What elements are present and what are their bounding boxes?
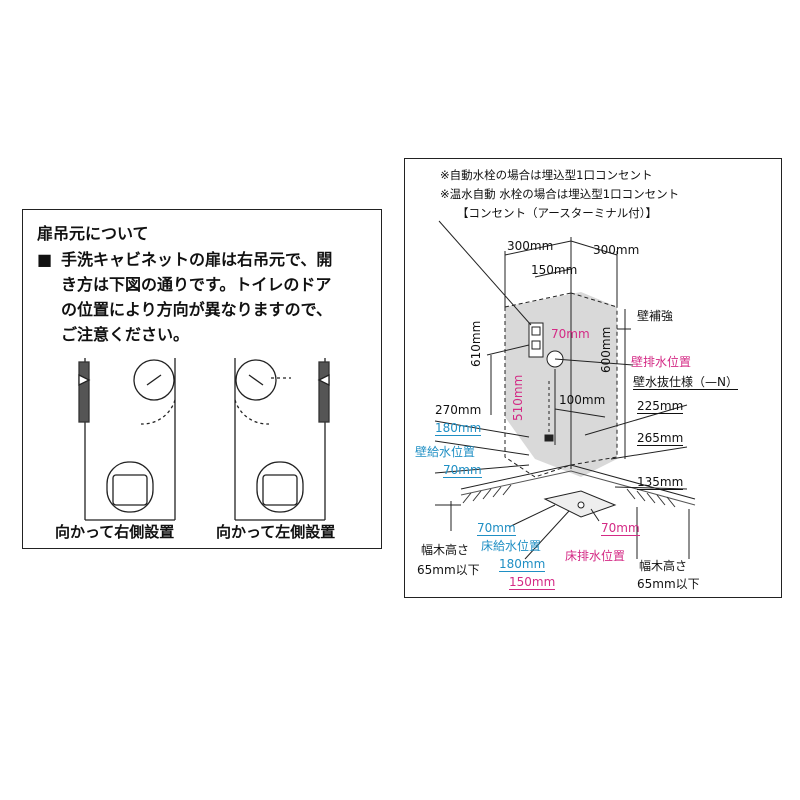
label-floor-drain-position: 床排水位置	[565, 549, 626, 563]
dim-100: 100mm	[559, 393, 606, 407]
body-line-4: ご注意ください。	[61, 325, 190, 344]
dim-150: 150mm	[531, 263, 578, 277]
caption-left-side: 向かって左側設置	[216, 523, 336, 541]
plan-right-side	[78, 358, 176, 521]
dim-300-left: 300mm	[507, 239, 554, 253]
label-wall-supply-position: 壁給水位置	[415, 445, 476, 459]
dim-70-blue: 70mm	[443, 463, 482, 478]
installation-dimension-panel: ※自動水栓の場合は埋込型1口コンセント ※温水自動 水栓の場合は埋込型1口コンセ…	[404, 158, 782, 598]
label-floor-supply-position: 床給水位置	[481, 539, 542, 553]
dim-180-blue-floor: 180mm	[499, 557, 546, 572]
caption-right-side: 向かって右側設置	[55, 523, 175, 541]
note-warm-water-faucet: ※温水自動 水栓の場合は埋込型1口コンセント	[440, 187, 680, 201]
dim-510: 510mm	[511, 374, 525, 421]
door-left-side	[318, 361, 330, 423]
panel-heading: 扉吊元について	[37, 224, 149, 243]
label-baseboard-height-right-value: 65mm以下	[637, 577, 700, 591]
door-right-side	[78, 361, 90, 423]
dim-300-right: 300mm	[593, 243, 640, 257]
dim-270: 270mm	[435, 403, 482, 417]
label-baseboard-height-right: 幅木高さ	[639, 559, 688, 573]
body-line-1: 手洗キャビネットの扉は右吊元で、開	[61, 250, 333, 269]
label-baseboard-height-left: 幅木高さ	[421, 543, 470, 557]
bullet-mark: ■	[37, 250, 53, 269]
dim-610: 610mm	[469, 320, 483, 367]
note-auto-faucet: ※自動水栓の場合は埋込型1口コンセント	[440, 168, 653, 182]
label-wall-water-drain-spec: 壁水抜仕様（—N）	[633, 375, 738, 390]
label-baseboard-height-left-value: 65mm以下	[417, 563, 480, 577]
plan-left-side	[234, 358, 330, 521]
dim-150-pink: 150mm	[509, 575, 556, 590]
body-line-2: き方は下図の通りです。トイレのドア	[61, 275, 332, 294]
note-outlet-type: 【コンセント（アースターミナル付）】	[457, 206, 657, 220]
dim-70-pink-top: 70mm	[551, 327, 590, 341]
label-wall-reinforcement: 壁補強	[637, 309, 674, 323]
label-wall-drain-position: 壁排水位置	[631, 355, 692, 369]
dim-70-pink-floor: 70mm	[601, 521, 640, 536]
dim-225: 225mm	[637, 399, 684, 414]
door-hinge-panel: 扉吊元について ■ 手洗キャビネットの扉は右吊元で、開 き方は下図の通りです。ト…	[22, 209, 382, 549]
dim-70-blue-floor: 70mm	[477, 521, 516, 536]
floor-plan-diagrams	[78, 358, 330, 521]
dim-135: 135mm	[637, 475, 684, 490]
installation-diagram	[434, 220, 696, 560]
dim-265: 265mm	[637, 431, 684, 446]
body-line-3: の位置により方向が異なりますので、	[61, 300, 333, 319]
dim-180-blue: 180mm	[435, 421, 482, 436]
dim-600: 600mm	[599, 326, 613, 373]
